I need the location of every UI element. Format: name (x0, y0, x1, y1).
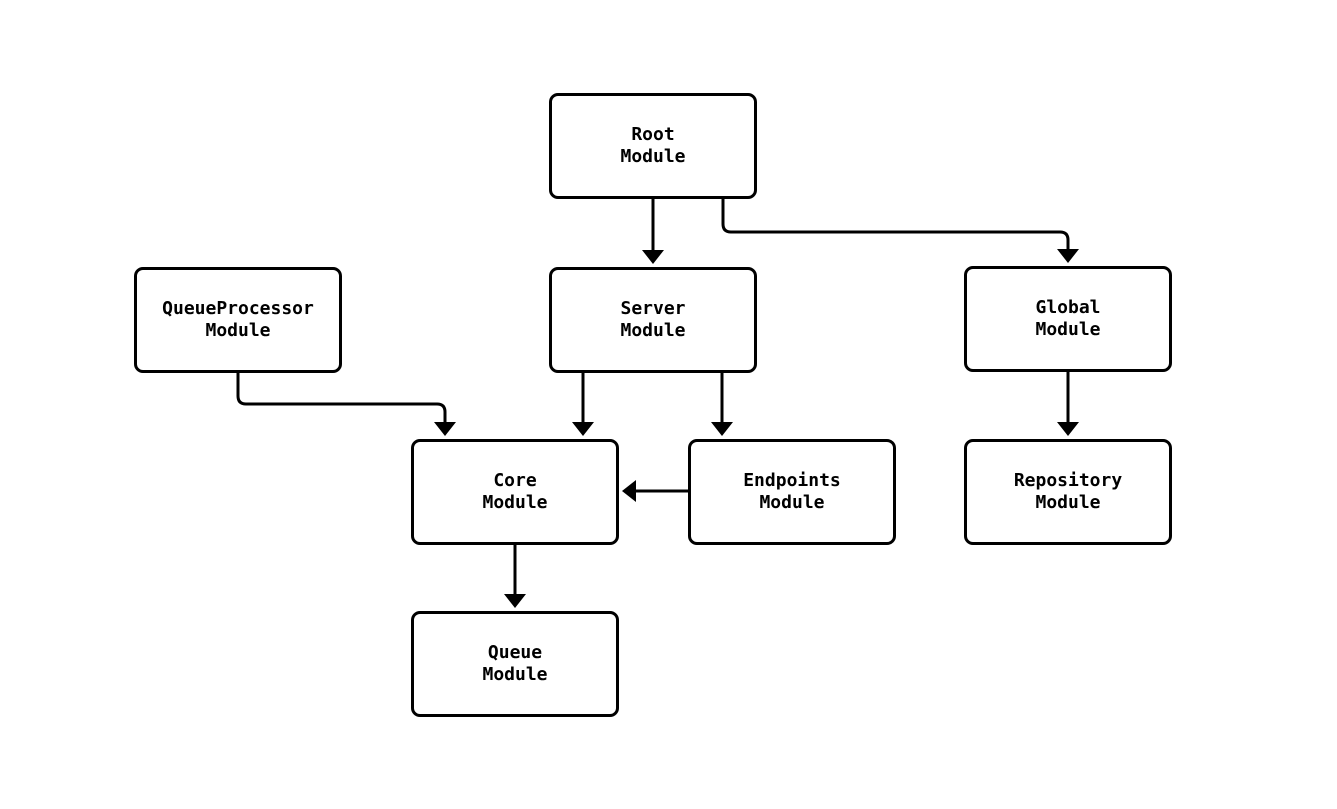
node-endpoints-module-label: Endpoints Module (743, 470, 841, 513)
node-core-module-label: Core Module (482, 470, 548, 513)
node-repository-module: Repository Module (964, 439, 1172, 545)
node-endpoints-module: Endpoints Module (688, 439, 896, 545)
node-server-module: Server Module (549, 267, 757, 373)
node-core-module: Core Module (411, 439, 619, 545)
edge-queueprocessor-core (236, 373, 456, 436)
node-server-module-label: Server Module (620, 298, 686, 341)
node-queue-module: Queue Module (411, 611, 619, 717)
edge-root-global (721, 199, 1079, 263)
node-repository-module-label: Repository Module (1013, 470, 1123, 513)
node-queueprocessor-module-label: QueueProcessor Module (162, 298, 314, 341)
node-queue-module-label: Queue Module (482, 642, 548, 685)
node-queueprocessor-module: QueueProcessor Module (134, 267, 342, 373)
node-root-module: Root Module (549, 93, 757, 199)
node-root-module-label: Root Module (620, 124, 686, 167)
node-global-module-label: Global Module (1035, 297, 1101, 340)
node-global-module: Global Module (964, 266, 1172, 372)
